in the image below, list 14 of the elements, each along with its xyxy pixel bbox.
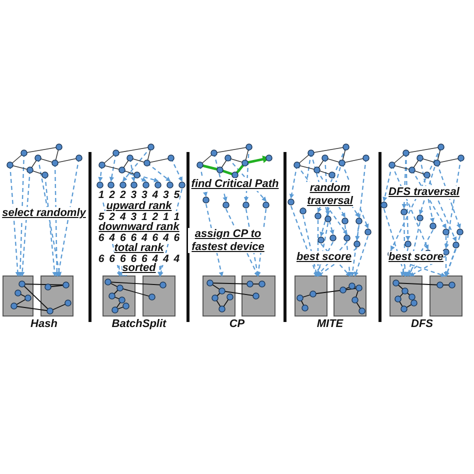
step-label: sorted xyxy=(122,262,156,275)
method-label: CP xyxy=(229,318,245,331)
method-label: BatchSplit xyxy=(112,318,166,331)
rank-values: 1 2 2 3 3 4 3 5 xyxy=(98,189,180,202)
step-label: random traversal xyxy=(300,182,360,208)
step-label: DFS traversal xyxy=(388,186,460,199)
step-label: find Critical Path xyxy=(191,178,279,191)
method-label: Hash xyxy=(30,318,58,331)
method-label: DFS xyxy=(411,318,433,331)
step-label: best score xyxy=(296,251,352,264)
method-label: MITE xyxy=(316,318,344,331)
step-label: select randomly xyxy=(2,207,86,220)
rank-values: 6 4 6 6 4 6 4 6 xyxy=(98,232,180,244)
step-label: best score xyxy=(388,251,444,264)
